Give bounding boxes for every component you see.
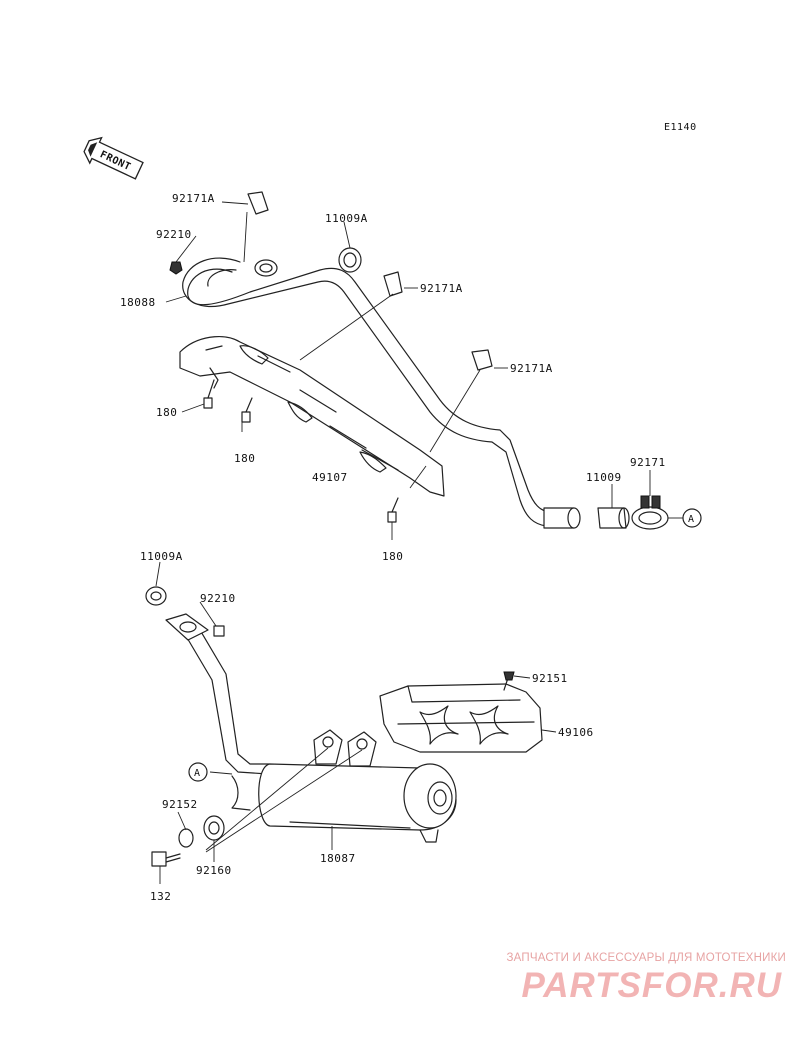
nut-92210-lower	[213, 625, 225, 637]
label-180-2: 180	[234, 452, 255, 465]
bolt-180-3	[387, 497, 399, 523]
label-11009A-1: 11009A	[325, 212, 368, 225]
watermark-tagline: ЗАПЧАСТИ И АКСЕССУАРЫ ДЛЯ МОТОТЕХНИКИ	[506, 952, 786, 964]
label-180-1: 180	[156, 406, 177, 419]
leader-lines-upper	[165, 201, 684, 540]
gasket-11009A-upper	[338, 247, 362, 273]
part-labels: 92171A 92210 11009A 18088 92171A 92171A …	[120, 192, 666, 903]
leader-lines-lower	[155, 561, 557, 884]
label-132: 132	[150, 890, 171, 903]
bracket-92171A-1	[247, 191, 269, 215]
callout-a-upper: A	[682, 508, 702, 528]
diagram-code: E1140	[664, 122, 697, 133]
label-49106: 49106	[558, 726, 594, 739]
washer-92152	[178, 828, 194, 848]
label-49107: 49107	[312, 471, 348, 484]
label-92171A-1: 92171A	[172, 192, 215, 205]
bolt-180-1	[203, 379, 215, 409]
label-92160: 92160	[196, 864, 232, 877]
screw-92151	[503, 671, 515, 691]
heat-guard-49107	[179, 335, 445, 497]
label-92210-2: 92210	[200, 592, 236, 605]
muffler-18087	[258, 729, 457, 843]
label-92171A-2: 92171A	[420, 282, 463, 295]
label-92210-1: 92210	[156, 228, 192, 241]
damper-92160	[203, 815, 225, 841]
label-92151: 92151	[532, 672, 568, 685]
bracket-92171A-2	[383, 271, 403, 297]
callout-a-label: A	[194, 768, 201, 779]
label-92171A-3: 92171A	[510, 362, 553, 375]
label-18088: 18088	[120, 296, 156, 309]
label-92152: 92152	[162, 798, 198, 811]
bracket-92171A-3	[471, 349, 493, 371]
gasket-11009	[597, 507, 630, 529]
label-18087: 18087	[320, 852, 356, 865]
muffler-pipe	[165, 613, 271, 811]
callout-a-lower: A	[188, 762, 208, 782]
label-11009: 11009	[586, 471, 622, 484]
heat-guard-49106	[379, 683, 543, 753]
label-11009A-2: 11009A	[140, 550, 183, 563]
front-arrow-icon: FRONT	[83, 136, 144, 180]
clamp-92171	[631, 495, 669, 530]
label-180-3: 180	[382, 550, 403, 563]
bolt-180-2	[241, 397, 253, 423]
bolt-132	[151, 851, 181, 867]
watermark-logo: PARTSFOR.RU	[521, 966, 782, 1005]
head-pipe-18088	[182, 257, 581, 529]
gasket-11009A-lower	[145, 586, 167, 606]
label-92171: 92171	[630, 456, 666, 469]
callout-a-label: A	[688, 514, 695, 525]
nut-92210-upper	[169, 261, 183, 275]
